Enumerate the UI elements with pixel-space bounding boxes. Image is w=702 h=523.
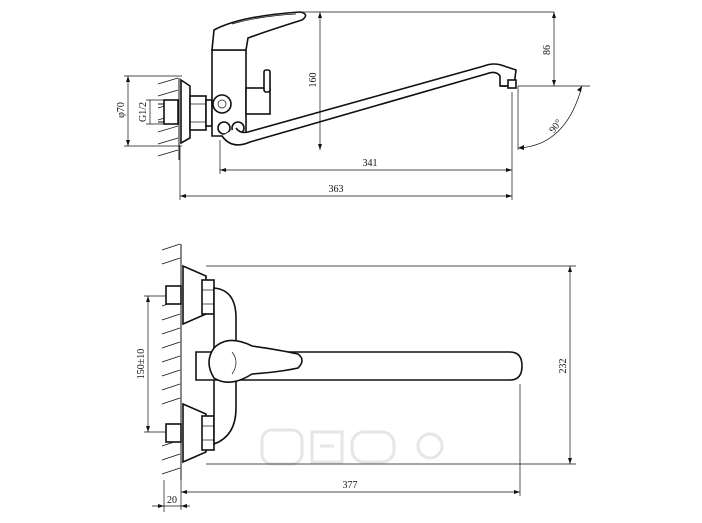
dim-363: 363: [179, 92, 513, 200]
dim-thread-label: G1/2: [138, 102, 149, 122]
flange-bottom: [182, 402, 207, 464]
lever-handle-top: [208, 339, 303, 383]
dim-overall-length-label: 363: [329, 184, 344, 195]
dim-377: 377: [180, 384, 521, 510]
dim-angle-90: 90°: [517, 85, 583, 150]
dim-thread: G1/2: [138, 99, 164, 125]
dim-160: 160: [300, 11, 554, 150]
dim-spout-length-label: 377: [343, 480, 358, 491]
wall-flange: [180, 78, 191, 145]
dim-232: 232: [206, 265, 576, 465]
top-wall: [161, 243, 182, 480]
dim-angle-label: 90°: [547, 118, 564, 136]
dim-center-distance-label: 150±10: [136, 349, 147, 380]
dim-height-label: 160: [308, 73, 319, 88]
diverter-lever: [263, 69, 271, 93]
dim-spout-reach-label: 341: [363, 158, 378, 169]
side-view: 363 341 160 86 90°: [116, 11, 590, 200]
dim-wall-offset-label: 20: [167, 495, 177, 506]
dim-341: 341: [219, 140, 512, 174]
lever-handle: [211, 11, 307, 51]
dim-spout-drop-label: 86: [542, 45, 553, 55]
dim-flange-diameter-label: φ70: [116, 102, 127, 118]
side-wall: [157, 77, 180, 160]
top-view: 232 150±10 377 20: [136, 243, 576, 512]
dim-20: 20: [152, 480, 190, 512]
dim-flange-diameter: φ70: [116, 75, 182, 147]
watermark-logo: [260, 428, 444, 466]
dim-width-label: 232: [558, 359, 569, 374]
dim-150: 150±10: [136, 295, 166, 433]
eccentric-nut: [189, 95, 207, 131]
dim-86: 86: [518, 12, 590, 87]
